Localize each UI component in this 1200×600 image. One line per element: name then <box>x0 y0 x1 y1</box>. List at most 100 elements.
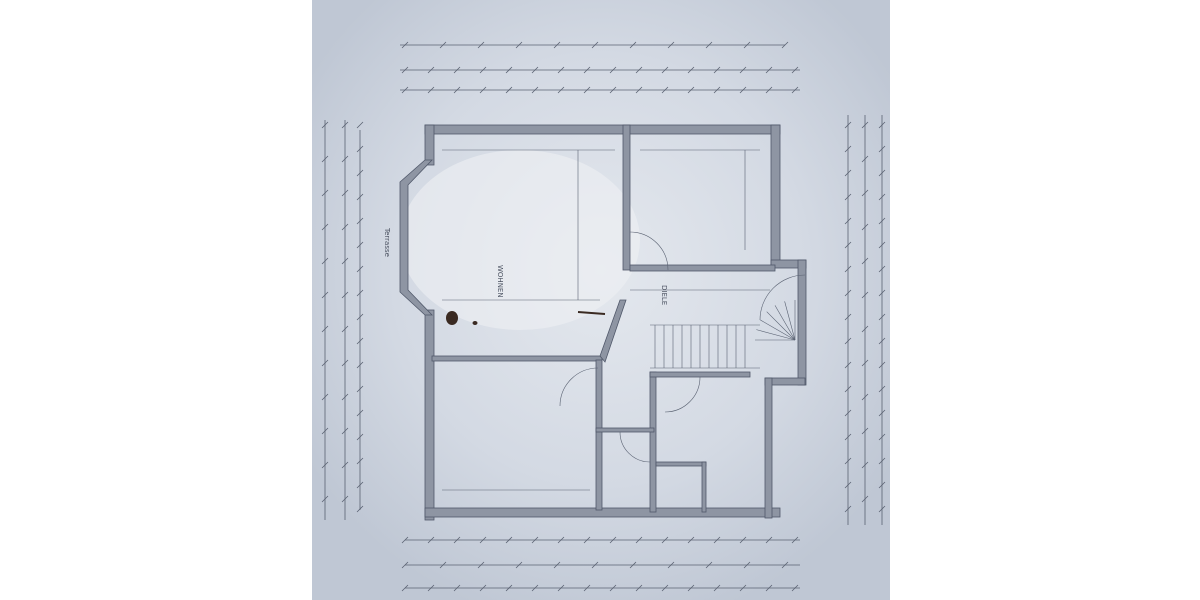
dimension-tick <box>791 584 799 592</box>
dimension-tick <box>844 481 852 489</box>
dimension-tick <box>705 41 713 49</box>
dimension-lines-bottom <box>405 539 800 589</box>
dimension-tick <box>356 505 364 513</box>
dimension-tick <box>861 461 869 469</box>
dimension-tick <box>629 561 637 569</box>
dimension-tick <box>687 584 695 592</box>
dimension-tick <box>844 409 852 417</box>
dimension-tick <box>341 291 349 299</box>
dimension-tick <box>356 241 364 249</box>
dimension-tick <box>557 536 565 544</box>
dimension-tick <box>356 337 364 345</box>
dimension-tick <box>557 584 565 592</box>
dimension-tick <box>427 584 435 592</box>
dimension-tick <box>609 66 617 74</box>
dimension-tick <box>713 536 721 544</box>
dimension-tick <box>878 265 886 273</box>
dimension-tick <box>479 66 487 74</box>
dimension-tick <box>321 495 329 503</box>
dimension-tick <box>781 41 789 49</box>
dimension-tick <box>356 385 364 393</box>
dimension-tick <box>844 313 852 321</box>
dimension-tick <box>479 584 487 592</box>
dimension-lines-left <box>324 120 361 520</box>
dimension-tick <box>609 584 617 592</box>
dimension-tick <box>401 41 409 49</box>
dimension-tick <box>781 561 789 569</box>
dimension-tick <box>356 265 364 273</box>
dimension-tick <box>844 337 852 345</box>
dimension-tick <box>635 584 643 592</box>
dimension-tick <box>661 536 669 544</box>
dimension-tick <box>341 223 349 231</box>
dimension-tick <box>687 86 695 94</box>
dimension-tick <box>687 66 695 74</box>
dimension-tick <box>713 584 721 592</box>
dimension-tick <box>861 291 869 299</box>
dimension-ticks <box>321 41 886 592</box>
dimension-tick <box>878 337 886 345</box>
door-swings <box>559 231 806 463</box>
dimension-tick <box>878 313 886 321</box>
dimension-tick <box>791 536 799 544</box>
dimension-tick <box>553 41 561 49</box>
dimension-tick <box>705 561 713 569</box>
dimension-tick <box>401 86 409 94</box>
dimension-tick <box>844 385 852 393</box>
dimension-tick <box>401 66 409 74</box>
dimension-tick <box>765 66 773 74</box>
dimension-tick <box>878 361 886 369</box>
dimension-tick <box>861 325 869 333</box>
dimension-tick <box>356 193 364 201</box>
dimension-tick <box>321 155 329 163</box>
dimension-tick <box>861 155 869 163</box>
dimension-tick <box>356 289 364 297</box>
winder-step <box>784 301 796 341</box>
dimension-tick <box>844 145 852 153</box>
dimension-tick <box>739 536 747 544</box>
dimension-tick <box>356 145 364 153</box>
dimension-tick <box>844 265 852 273</box>
dimension-tick <box>453 86 461 94</box>
dimension-tick <box>505 536 513 544</box>
dimension-tick <box>477 41 485 49</box>
dimension-tick <box>878 121 886 129</box>
dimension-tick <box>515 561 523 569</box>
dimension-tick <box>341 427 349 435</box>
dimension-tick <box>531 86 539 94</box>
dimension-tick <box>356 457 364 465</box>
dimension-tick <box>861 393 869 401</box>
ink-stains <box>446 311 606 325</box>
dimension-tick <box>861 427 869 435</box>
dimension-tick <box>477 561 485 569</box>
dimension-tick <box>505 584 513 592</box>
dimension-tick <box>861 189 869 197</box>
dimension-tick <box>341 155 349 163</box>
dimension-tick <box>341 325 349 333</box>
dimension-tick <box>635 536 643 544</box>
dimension-tick <box>401 536 409 544</box>
dimension-tick <box>557 66 565 74</box>
dimension-tick <box>321 393 329 401</box>
dimension-tick <box>661 66 669 74</box>
dimension-tick <box>553 561 561 569</box>
dimension-tick <box>583 66 591 74</box>
dimension-tick <box>878 481 886 489</box>
dimension-tick <box>713 66 721 74</box>
dimension-tick <box>453 536 461 544</box>
dimension-tick <box>341 257 349 265</box>
dimension-tick <box>844 241 852 249</box>
dimension-tick <box>844 505 852 513</box>
dimension-tick <box>765 584 773 592</box>
dimension-tick <box>629 41 637 49</box>
dimension-tick <box>341 359 349 367</box>
winder-step <box>774 305 796 341</box>
staircase <box>650 300 796 369</box>
floor-plan-photo: WOHNEN DIELE Terrasse <box>312 0 890 600</box>
dimension-tick <box>591 41 599 49</box>
dimension-tick <box>878 169 886 177</box>
dimension-tick <box>765 86 773 94</box>
dimension-tick <box>661 584 669 592</box>
dimension-tick <box>356 121 364 129</box>
dimension-tick <box>635 66 643 74</box>
